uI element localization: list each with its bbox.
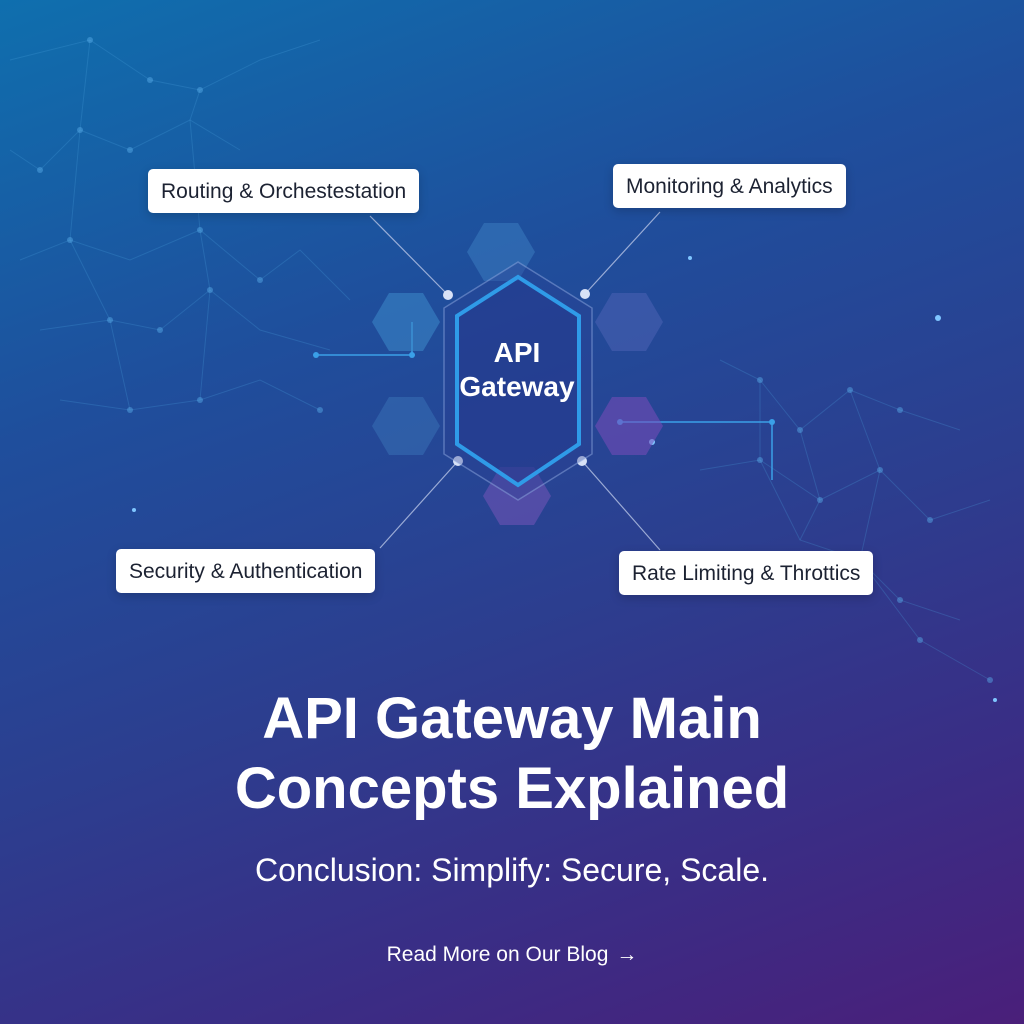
- gateway-diagram: [313, 211, 775, 551]
- connector-dot: [580, 289, 590, 299]
- gateway-label-line2: Gateway: [459, 371, 575, 402]
- connector-dot: [443, 290, 453, 300]
- read-more-link[interactable]: Read More on Our Blog →: [0, 941, 1024, 969]
- gateway-label-line1: API: [493, 337, 541, 368]
- connector-security: [379, 460, 459, 549]
- security-label: Security & Authentication: [116, 549, 376, 593]
- satellite-hexagon: [372, 397, 440, 455]
- rate-limiting-label: Rate Limiting & Throttics: [619, 551, 874, 595]
- routing-label: Routing & Orchestestation: [148, 169, 420, 213]
- connector-rate: [581, 460, 661, 551]
- satellite-hexagon: [595, 293, 663, 351]
- gateway-hexagon: [455, 274, 581, 488]
- conclusion-text: Conclusion: Simplify: Secure, Scale.: [255, 852, 769, 888]
- arrow-right-icon: →: [616, 943, 638, 966]
- satellite-hexagon: [483, 467, 551, 525]
- read-more-label: Read More on Our Blog: [386, 943, 609, 966]
- title-line1: API Gateway Main: [262, 686, 762, 751]
- satellite-hexagon: [467, 223, 535, 281]
- connector-monitoring: [584, 211, 661, 295]
- satellite-hexagon: [372, 293, 440, 351]
- monitoring-label: Monitoring & Analytics: [613, 164, 846, 208]
- page-title: API Gateway Main Concepts Explained: [0, 684, 1024, 824]
- satellite-hexagon: [595, 397, 663, 455]
- gateway-center-label: API Gateway: [432, 336, 602, 404]
- title-line2: Concepts Explained: [234, 756, 790, 821]
- connector-routing: [369, 215, 449, 296]
